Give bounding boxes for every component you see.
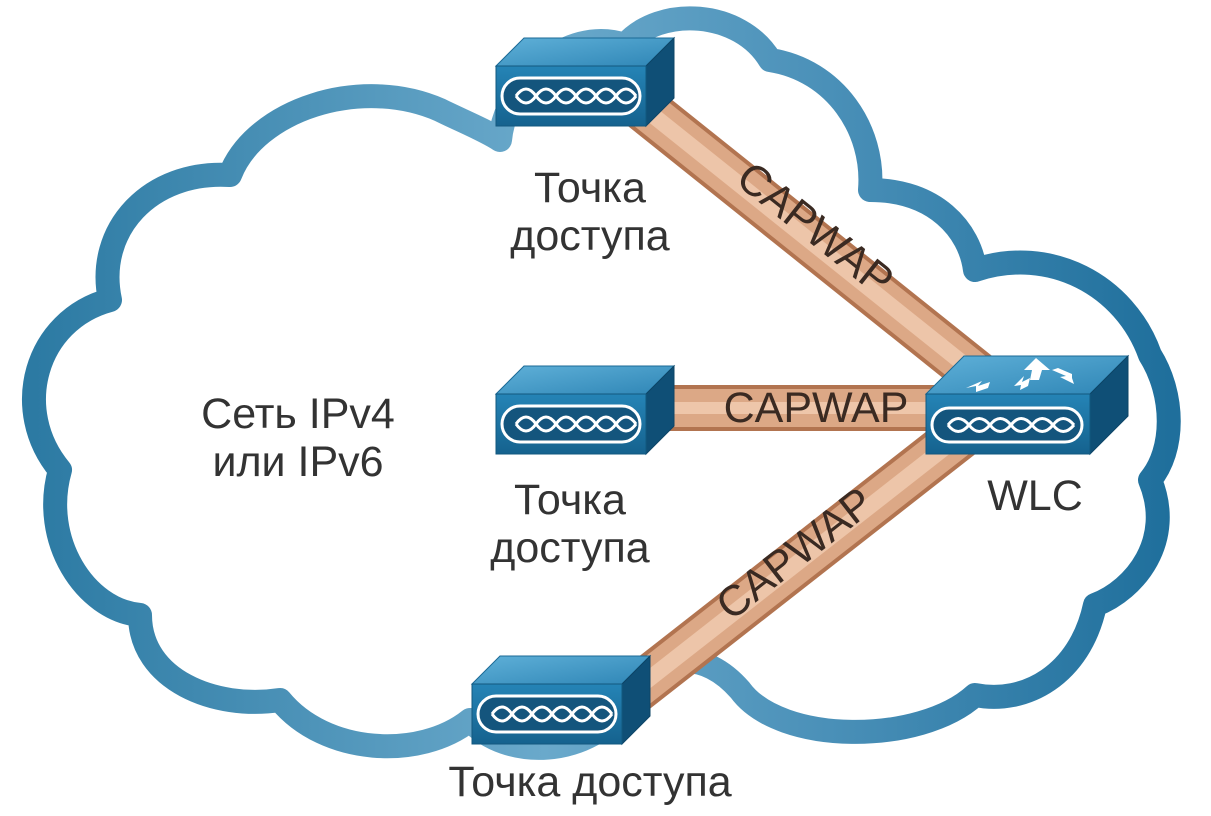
access-point-middle-label-line1: Точка [514,476,626,524]
tunnel-bottom [620,401,995,709]
capwap-label-middle: CAPWAP [723,384,909,432]
access-point-bottom-icon [470,654,652,746]
access-point-top-icon [494,36,676,128]
access-point-middle-label: Точка доступа [450,476,690,572]
access-point-middle-label-line2: доступа [490,524,650,572]
network-label-line1: Сеть IPv4 [201,390,395,438]
network-label: Сеть IPv4 или IPv6 [178,390,418,486]
access-point-bottom-label: Точка доступа [448,758,732,806]
access-point-middle-icon [494,364,676,456]
wlc-controller-icon [924,354,1130,456]
tunnel-middle [640,385,960,431]
wlc-label: WLC [987,472,1083,520]
access-point-top-label: Точка доступа [470,164,710,260]
network-label-line2: или IPv6 [212,438,384,486]
access-point-top-label-line1: Точка [534,164,646,212]
access-point-top-label-line2: доступа [510,212,670,260]
tunnel-top [625,86,1005,404]
